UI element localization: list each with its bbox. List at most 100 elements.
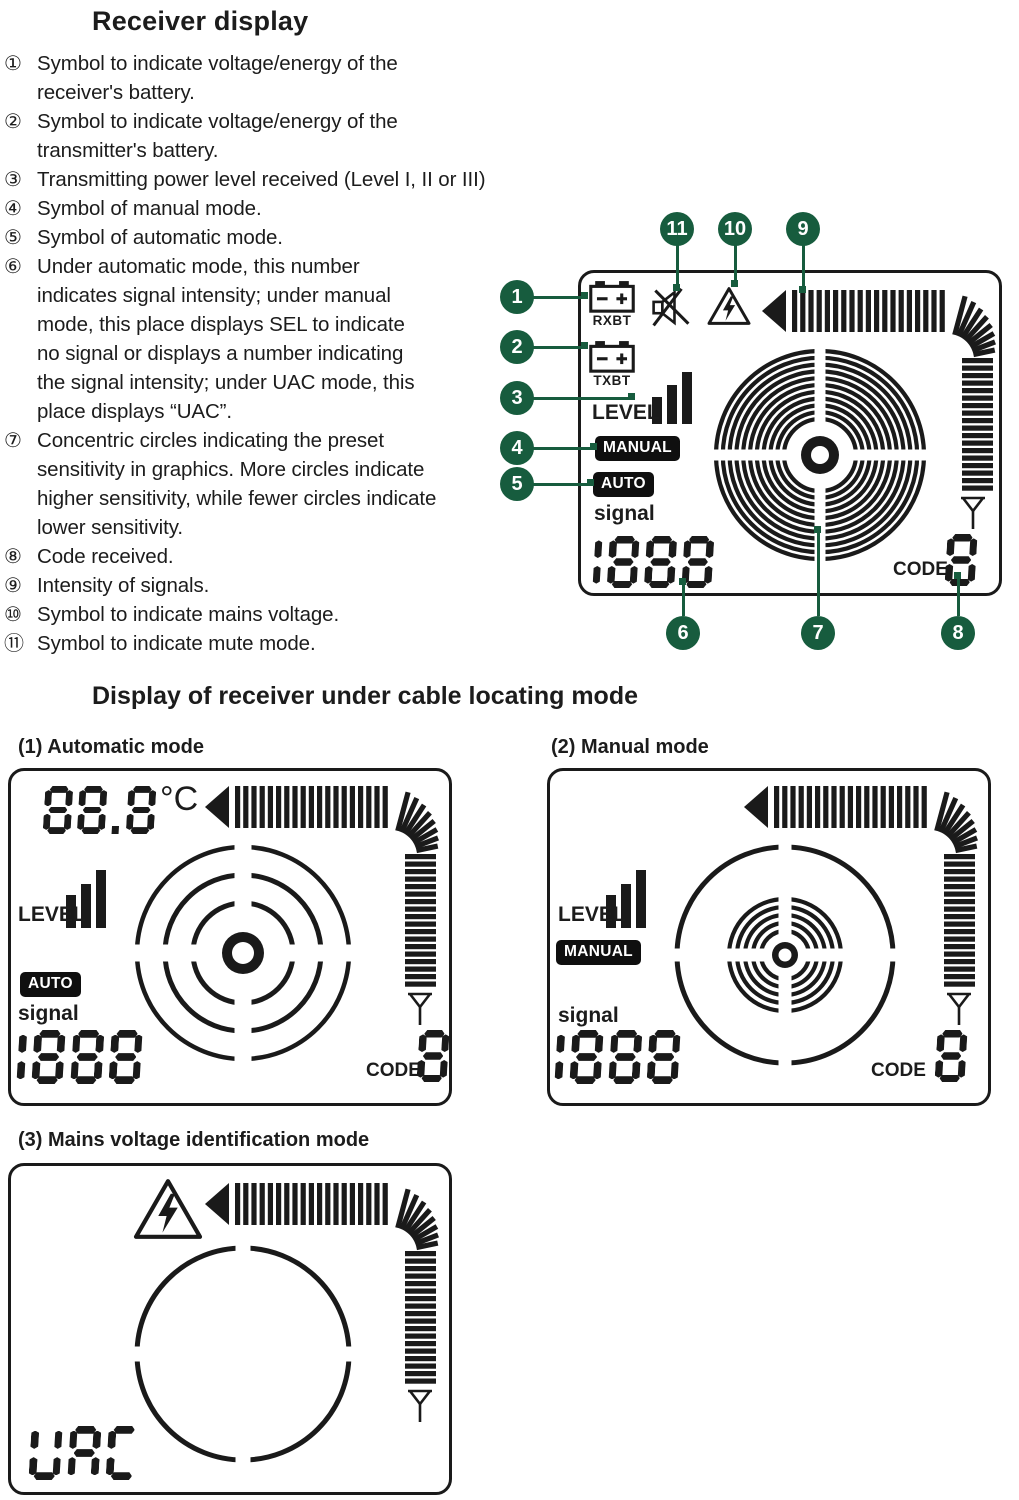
callout-5-end: [587, 479, 594, 486]
legend-item-6: ⑥ Under automatic mode, this number indic…: [4, 252, 486, 426]
callout-10: 10: [718, 212, 752, 246]
signal-label: signal: [594, 502, 655, 525]
callout-1-line: [533, 296, 586, 299]
mute-icon: [652, 287, 690, 327]
callout-4-line: [533, 447, 595, 450]
signal-intensity-gauge: [205, 1183, 439, 1384]
signal-value-lcd: [14, 1030, 150, 1084]
level-label: LEVEL: [558, 903, 626, 926]
hazard-icon: [707, 287, 751, 325]
legend-text-10: Symbol to indicate mains voltage.: [37, 603, 340, 626]
callout-11-line: [676, 245, 679, 288]
uac-value-lcd: [28, 1426, 147, 1480]
callout-9-line: [802, 245, 805, 290]
callout-3-end: [628, 393, 635, 400]
signal-intensity-gauge: [744, 786, 978, 987]
callout-4: 4: [500, 431, 534, 465]
legend-item-3: ③ Transmitting power level received (Leve…: [4, 165, 486, 194]
callout-4-end: [590, 443, 597, 450]
manual-badge: MANUAL: [556, 940, 641, 965]
transmitter-battery-icon: [589, 341, 635, 373]
sensitivity-rings: [131, 841, 355, 1065]
legend-item-2: ② Symbol to indicate voltage/energy of th…: [4, 107, 486, 165]
legend-item-4: ④ Symbol of manual mode.: [4, 194, 486, 223]
legend-text-3: Transmitting power level received (Level…: [37, 168, 486, 191]
legend-num-6: ⑥: [4, 254, 22, 278]
antenna-icon: [408, 1389, 432, 1422]
antenna-icon: [408, 992, 432, 1025]
temperature-lcd: [43, 786, 163, 834]
temperature-unit: °C: [160, 780, 199, 818]
antenna-icon: [961, 496, 985, 529]
antenna-icon: [947, 992, 971, 1025]
section-title: Display of receiver under cable locating…: [91, 682, 638, 710]
callout-1-end: [581, 292, 588, 299]
legend-text-7: Concentric circles indicating the preset…: [37, 429, 437, 539]
level-label: LEVEL: [18, 903, 86, 926]
callout-2-line: [533, 346, 586, 349]
callout-1: 1: [500, 280, 534, 314]
manual-mode-heading: (2) Manual mode: [551, 736, 709, 758]
callout-7: 7: [801, 616, 835, 650]
auto-badge: AUTO: [20, 972, 81, 997]
legend-text-4: Symbol of manual mode.: [37, 197, 262, 220]
callout-8: 8: [941, 616, 975, 650]
callout-6: 6: [666, 616, 700, 650]
callout-2: 2: [500, 330, 534, 364]
legend-item-9: ⑨ Intensity of signals.: [4, 571, 486, 600]
code-label: CODE: [366, 1060, 421, 1081]
signal-label: signal: [558, 1004, 619, 1027]
callout-9: 9: [786, 212, 820, 246]
level-label: LEVEL: [592, 401, 660, 424]
callout-7-line: [817, 530, 820, 616]
sensitivity-rings: [710, 345, 930, 565]
callout-3: 3: [500, 381, 534, 415]
sensitivity-rings: [131, 1242, 355, 1466]
legend-text-9: Intensity of signals.: [37, 574, 210, 597]
page-title: Receiver display: [92, 6, 309, 36]
legend-item-7: ⑦ Concentric circles indicating the prese…: [4, 426, 486, 542]
code-value-lcd: [944, 534, 984, 586]
callout-10-end: [731, 280, 738, 287]
legend-num-8: ⑧: [4, 544, 22, 568]
level-bars-icon: [66, 870, 106, 928]
legend-item-8: ⑧ Code received.: [4, 542, 486, 571]
legend-num-11: ⑪: [4, 631, 24, 655]
legend-list: ① Symbol to indicate voltage/energy of th…: [4, 49, 486, 658]
legend-num-2: ②: [4, 109, 22, 133]
legend-text-5: Symbol of automatic mode.: [37, 226, 283, 249]
legend-text-2: Symbol to indicate voltage/energy of the…: [37, 110, 398, 162]
legend-num-3: ③: [4, 167, 22, 191]
callout-11-end: [673, 284, 680, 291]
legend-num-1: ①: [4, 51, 22, 75]
callout-9-end: [799, 286, 806, 293]
callout-11: 11: [660, 212, 694, 246]
signal-value-lcd: [552, 1030, 688, 1084]
callout-5-line: [533, 483, 591, 486]
level-bars-icon: [652, 372, 692, 424]
txbt-label: TXBT: [593, 373, 631, 388]
signal-intensity-gauge: [205, 786, 439, 987]
legend-item-11: ⑪ Symbol to indicate mute mode.: [4, 629, 486, 658]
code-value-lcd: [416, 1030, 456, 1082]
mains-mode-heading: (3) Mains voltage identification mode: [18, 1129, 370, 1151]
legend-text-11: Symbol to indicate mute mode.: [37, 632, 316, 655]
callout-2-end: [581, 342, 588, 349]
legend-text-8: Code received.: [37, 545, 174, 568]
legend-num-7: ⑦: [4, 428, 22, 452]
rxbt-label: RXBT: [592, 313, 632, 328]
auto-badge: AUTO: [593, 472, 654, 497]
callout-6-line: [682, 582, 685, 616]
callout-10-line: [734, 245, 737, 284]
signal-label: signal: [18, 1002, 79, 1025]
legend-text-6: Under automatic mode, this number indica…: [37, 255, 415, 423]
callout-8-end: [954, 572, 961, 579]
receiver-battery-icon: [589, 281, 635, 313]
legend-num-4: ④: [4, 196, 22, 220]
legend-num-9: ⑨: [4, 573, 22, 597]
code-label: CODE: [893, 559, 948, 580]
hazard-icon: [133, 1179, 203, 1239]
callout-8-line: [957, 576, 960, 616]
code-value-lcd: [934, 1030, 974, 1082]
